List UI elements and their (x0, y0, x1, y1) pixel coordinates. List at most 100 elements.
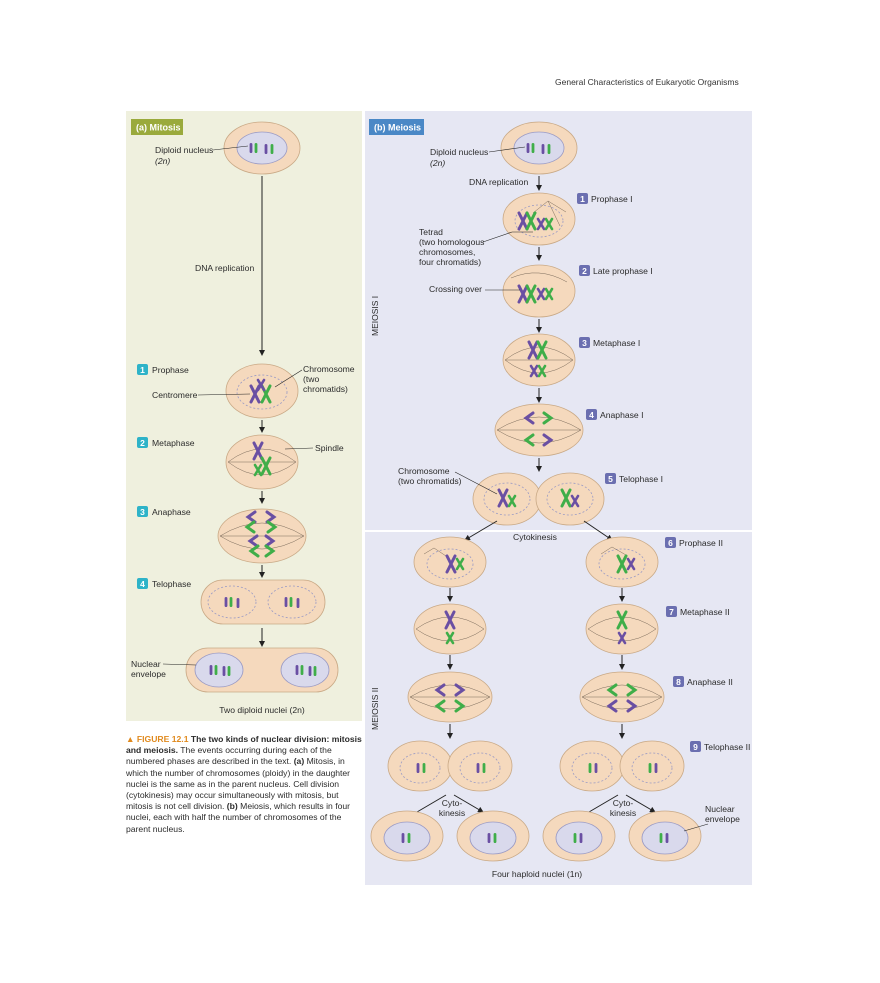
svg-text:Anaphase: Anaphase (152, 507, 191, 517)
svg-text:6: 6 (668, 538, 673, 548)
svg-text:Prophase II: Prophase II (679, 538, 723, 548)
cyto-right-2: kinesis (610, 808, 636, 818)
svg-text:Prophase: Prophase (152, 365, 189, 375)
haploid-cell-1 (370, 810, 444, 862)
meiosis-metaphase2-left (413, 603, 487, 655)
mitosis-ploidy-label: (2n) (155, 156, 170, 166)
meiosis-anaphase1-cell (494, 403, 584, 457)
mitosis-prophase-cell (225, 363, 299, 419)
meiosis-chromosome-label-1: Chromosome (398, 466, 450, 476)
meiosis-arrow-cyto-left (464, 520, 498, 541)
meiosis-step-6: 6 Prophase II (665, 537, 723, 548)
cyto-right-1: Cyto- (613, 798, 634, 808)
meiosis-ploidy-label: (2n) (430, 158, 445, 168)
svg-text:3: 3 (582, 338, 587, 348)
caption-text-2: Mitosis, in which the number of chromoso… (126, 756, 351, 812)
svg-text:8: 8 (676, 677, 681, 687)
meiosis-nuclear-envelope-1: Nuclear (705, 804, 735, 814)
meiosis-nuclear-envelope-2: envelope (705, 814, 740, 824)
meiosis-prophase2-left (413, 536, 487, 588)
tetrad-label-2: (two homologous (419, 237, 484, 247)
mitosis-step-3: 3 Anaphase (137, 506, 191, 517)
mitosis-envelope-leader (162, 663, 197, 666)
svg-text:Telophase: Telophase (152, 579, 191, 589)
meiosis-telophase2-right (559, 740, 685, 792)
cyto-left-2: kinesis (439, 808, 465, 818)
mitosis-result: Two diploid nuclei (2n) (219, 705, 305, 715)
meiosis-anaphase2-left (407, 671, 493, 723)
meiosis-late-prophase1-cell (502, 264, 576, 318)
tetrad-label-4: four chromatids) (419, 257, 481, 267)
figure-label: ▲ FIGURE 12.1 (126, 734, 189, 744)
meiosis-tag: (b) Meiosis (374, 123, 421, 133)
meiosis-metaphase2-right (585, 603, 659, 655)
svg-text:1: 1 (140, 365, 145, 375)
meiosis-dna-replication: DNA replication (469, 177, 528, 187)
meiosis-diploid-label: Diploid nucleus (430, 147, 488, 157)
cyto-left-1: Cyto- (442, 798, 463, 808)
svg-text:Anaphase I: Anaphase I (600, 410, 643, 420)
svg-text:5: 5 (608, 474, 613, 484)
haploid-cell-3 (542, 810, 616, 862)
meiosis-step-4: 4 Anaphase I (586, 409, 643, 420)
mitosis-spindle-label: Spindle (315, 443, 344, 453)
mitosis-chromosome-label-2: (two (303, 374, 319, 384)
mitosis-diploid-leader (212, 145, 249, 151)
tetrad-label-3: chromosomes, (419, 247, 475, 257)
mitosis-anaphase-cell (217, 508, 307, 564)
tetrad-label-1: Tetrad (419, 227, 443, 237)
meiosis-diploid-leader (488, 146, 526, 153)
mitosis-nuclear-envelope-2: envelope (131, 669, 166, 679)
haploid-cell-4 (628, 810, 702, 862)
svg-text:Late prophase I: Late prophase I (593, 266, 653, 276)
mitosis-chromosome-label-1: Chromosome (303, 364, 355, 374)
figure-title: The two kinds of nuclear division: mitos… (126, 734, 362, 756)
meiosis-2-label: MEIOSIS II (370, 687, 380, 730)
caption-b-label: (b) (226, 801, 238, 812)
mitosis-diploid-label: Diploid nucleus (155, 145, 213, 155)
mitosis-step-4: 4 Telophase (137, 578, 191, 589)
mitosis-centromere-leader (197, 393, 251, 396)
meiosis-prophase1-cell (502, 192, 576, 246)
meiosis-prophase2-right (585, 536, 659, 588)
meiosis-tag-bg (369, 119, 424, 135)
meiosis-step-5: 5 Telophase I (605, 473, 663, 484)
meiosis-result: Four haploid nuclei (1n) (492, 869, 582, 879)
caption-a-label: (a) (293, 756, 305, 767)
meiosis-step-7: 7 Metaphase II (666, 606, 730, 617)
mitosis-tag: (a) Mitosis (136, 123, 181, 133)
svg-text:Metaphase: Metaphase (152, 438, 195, 448)
mitosis-step-2: 2 Metaphase (137, 437, 195, 448)
meiosis-step-8: 8 Anaphase II (673, 676, 733, 687)
meiosis-1-label: MEIOSIS I (370, 296, 380, 336)
meiosis-step-3: 3 Metaphase I (579, 337, 640, 348)
meiosis-metaphase1-cell (502, 333, 576, 387)
figure-caption: ▲ FIGURE 12.1 The two kinds of nuclear d… (126, 734, 362, 835)
running-header: General Characteristics of Eukaryotic Or… (555, 77, 739, 87)
svg-text:1: 1 (580, 194, 585, 204)
svg-text:Prophase I: Prophase I (591, 194, 633, 204)
meiosis-step-1: 1 Prophase I (577, 193, 633, 204)
mitosis-spindle-leader (284, 447, 314, 450)
mitosis-step-1: 1 Prophase (137, 364, 189, 375)
meiosis-step-2: 2 Late prophase I (579, 265, 653, 276)
tetrad-leader (482, 231, 533, 243)
meiosis-chromosome-label-2: (two chromatids) (398, 476, 462, 486)
meiosis-chromosome-leader (454, 471, 498, 495)
svg-text:Metaphase I: Metaphase I (593, 338, 640, 348)
haploid-cell-2 (456, 810, 530, 862)
meiosis-telophase2-left (387, 740, 513, 792)
meiosis-cytokinesis: Cytokinesis (513, 532, 557, 542)
mitosis-daughter-cells (185, 647, 339, 693)
svg-text:4: 4 (589, 410, 594, 420)
svg-text:4: 4 (140, 579, 145, 589)
crossing-over-label: Crossing over (429, 284, 482, 294)
meiosis-envelope-leader (683, 823, 709, 832)
mitosis-chromosome-leader (274, 369, 303, 388)
mitosis-centromere-label: Centromere (152, 390, 198, 400)
mitosis-tag-bg (131, 119, 183, 135)
svg-text:7: 7 (669, 607, 674, 617)
meiosis-parent-cell (500, 121, 578, 175)
svg-text:2: 2 (582, 266, 587, 276)
